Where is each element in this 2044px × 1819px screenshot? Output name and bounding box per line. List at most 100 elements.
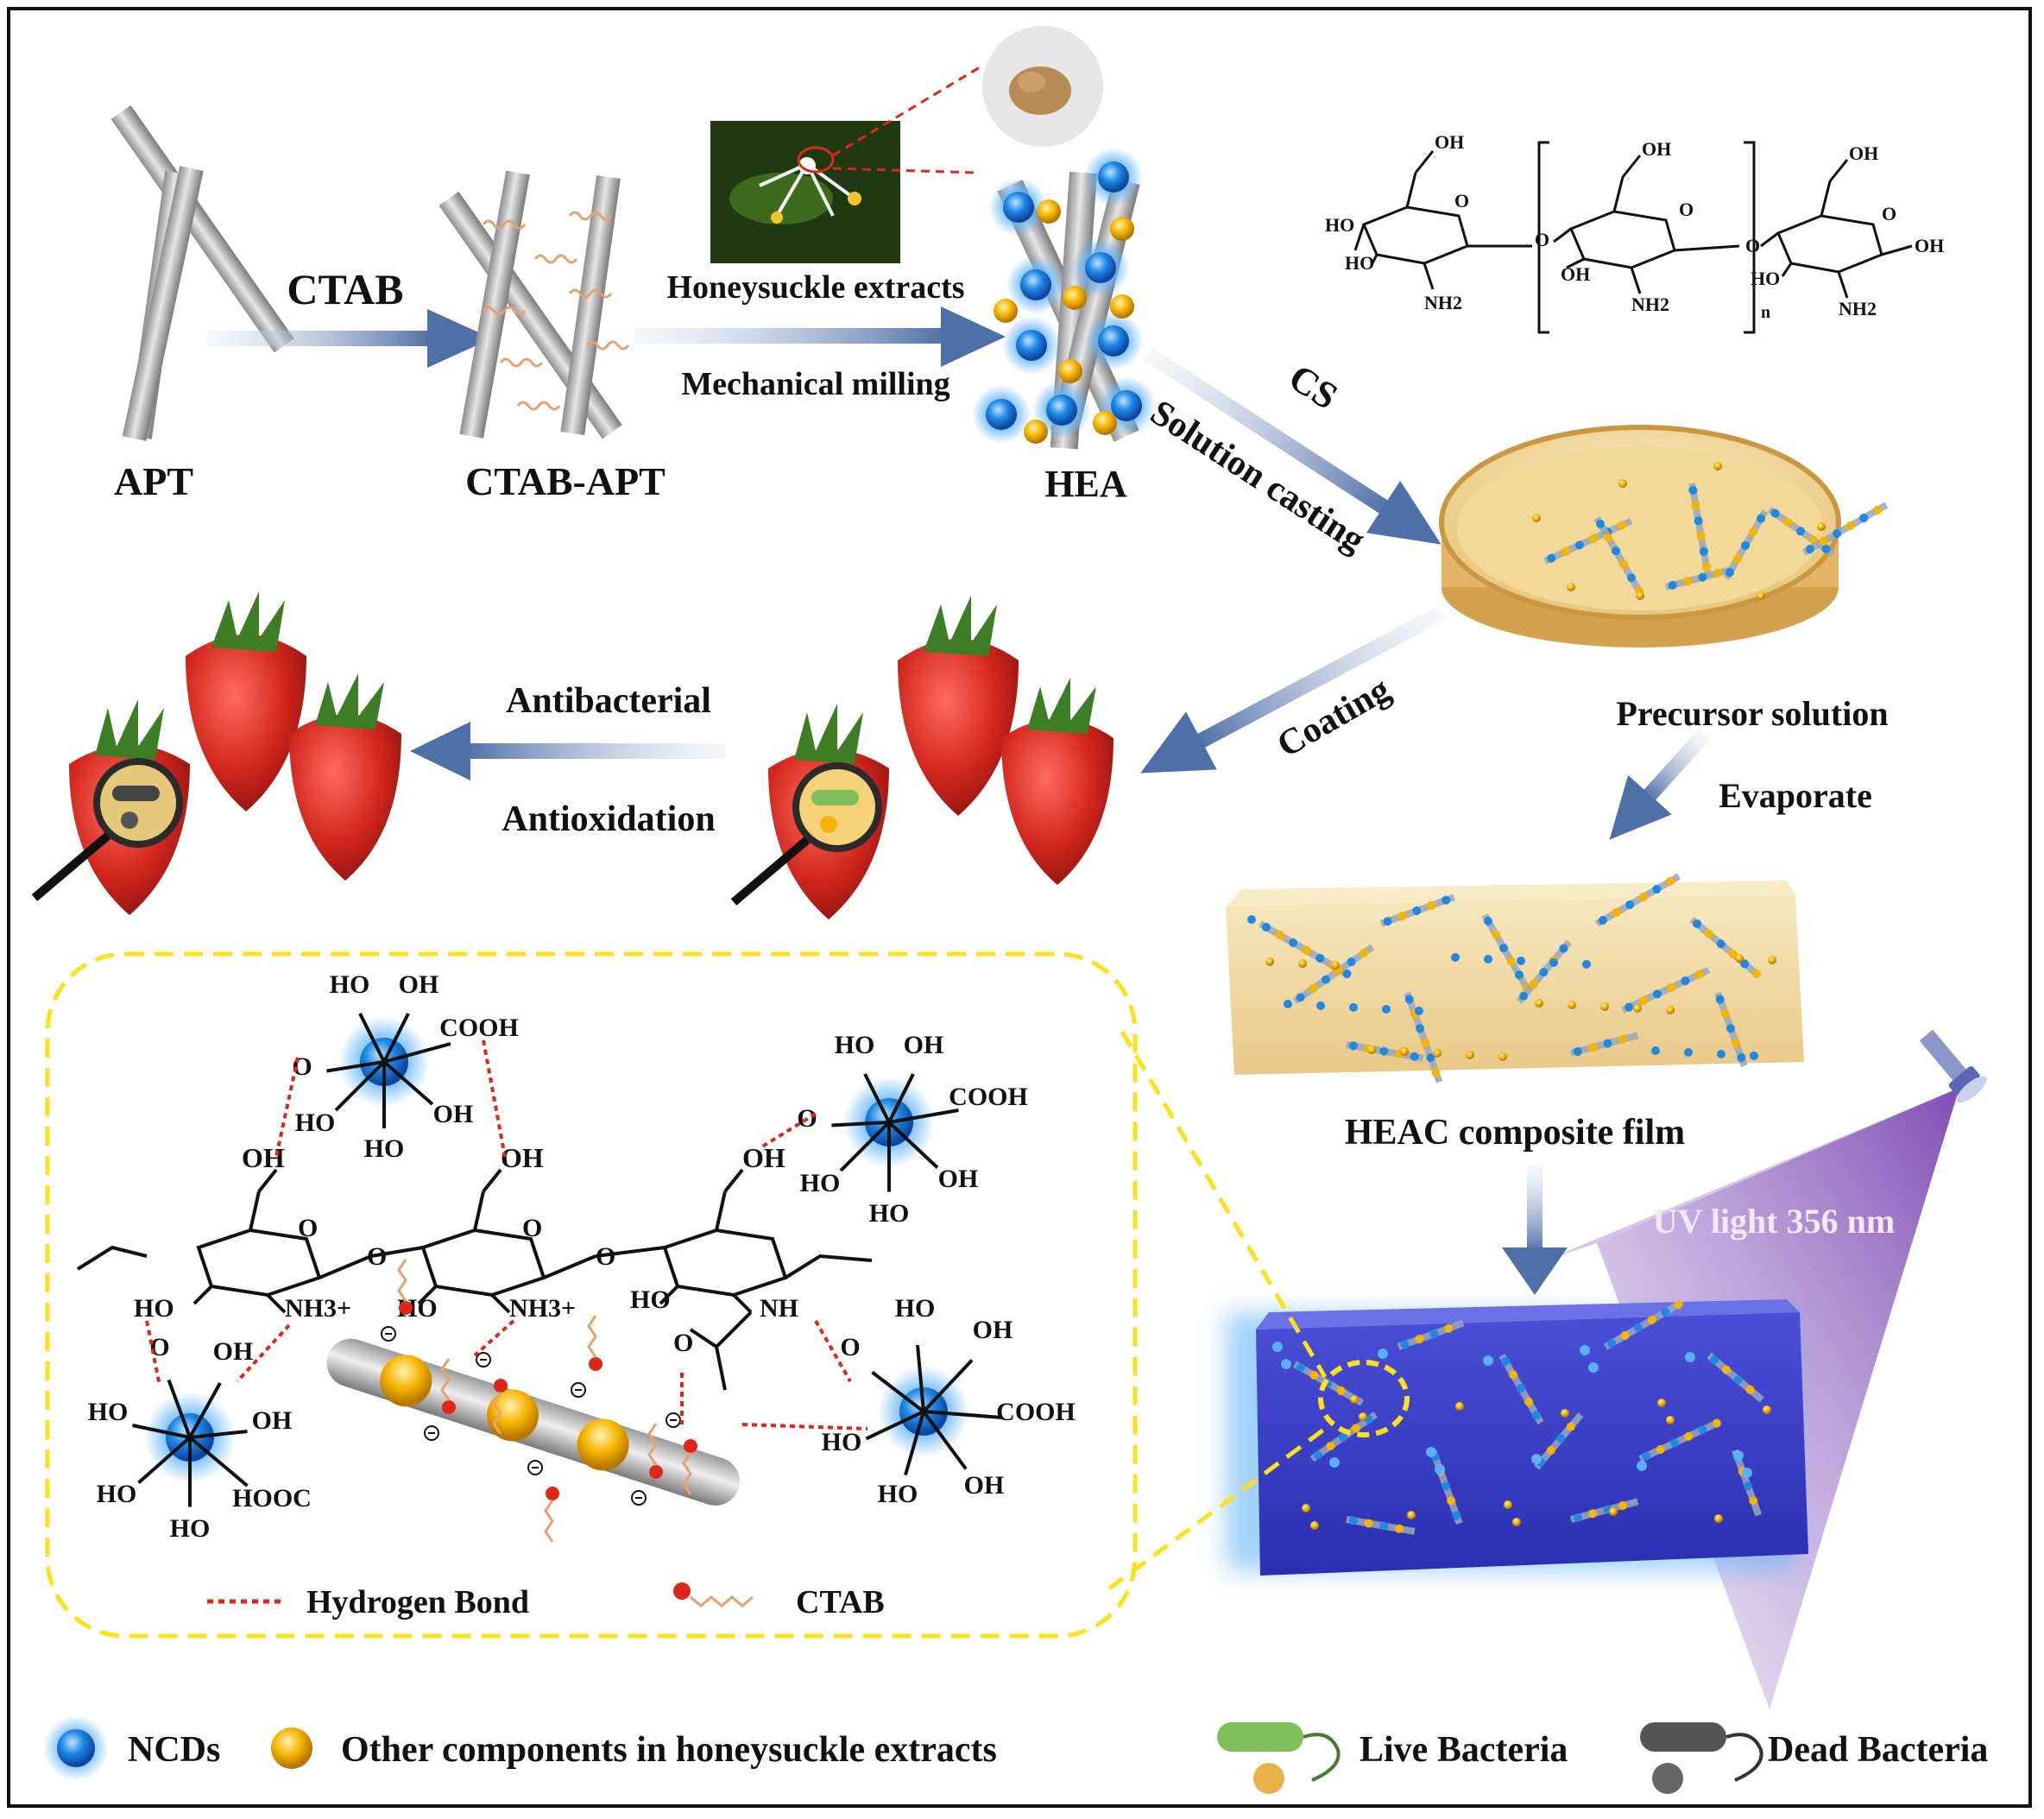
arrow-coating [1140,606,1446,774]
ncds-legend-label: NCDs [128,1730,220,1770]
svg-text:NH3+: NH3+ [509,1294,576,1323]
hea-structure [971,147,1157,450]
svg-text:OH: OH [904,1031,944,1059]
hea-label: HEA [1044,463,1127,505]
chitosan-labels: OH HO HO O NH2 O OH OH O NH2 n O OH O HO… [1325,131,1944,322]
svg-text:O: O [673,1329,693,1357]
zoom-connectors [1107,1030,1328,1591]
svg-text:HO: HO [822,1428,862,1456]
svg-text:OH: OH [433,1100,474,1128]
legend-live-bacteria: Live Bacteria [1217,1722,1568,1794]
svg-text:HO: HO [1751,268,1780,289]
petri-dish [1439,425,1889,647]
svg-text:OH: OH [938,1165,979,1193]
svg-text:OH: OH [399,970,439,999]
svg-text:OH: OH [213,1337,254,1366]
svg-text:HO: HO [835,1031,875,1059]
panel-chitosan-chain [76,1168,873,1391]
ctab-apt-rods [438,170,630,439]
svg-text:HOOC: HOOC [232,1484,312,1513]
svg-text:O: O [367,1242,387,1271]
svg-text:O: O [1745,235,1760,256]
heac-film-label: HEAC composite film [1345,1113,1685,1153]
strawberries-coated [730,596,1113,919]
dead-bacteria-legend-label: Dead Bacteria [1768,1730,1988,1770]
svg-text:O: O [522,1214,542,1242]
svg-text:COOH: COOH [439,1014,519,1042]
svg-text:OH: OH [242,1142,285,1173]
svg-text:HO: HO [295,1108,336,1137]
svg-text:HO: HO [330,970,370,999]
svg-text:O: O [1454,190,1469,212]
arrow-milling [634,306,1006,367]
svg-text:O: O [840,1333,860,1361]
svg-text:O: O [149,1333,169,1361]
ctab-apt-label: CTAB-APT [465,459,666,503]
arrow-evaporate [1609,728,1711,840]
svg-text:NH3+: NH3+ [285,1294,351,1323]
antioxidation-label: Antioxidation [502,799,715,839]
legend-dead-bacteria: Dead Bacteria [1640,1722,1988,1794]
legend-other-components: Other components in honeysuckle extracts [271,1727,997,1770]
svg-text:OH: OH [1642,138,1671,160]
arrow-uv [1502,1165,1568,1295]
heac-film-uv [1226,1299,1808,1576]
apt-label: APT [114,459,193,503]
svg-text:HO: HO [1325,214,1354,236]
evaporate-label: Evaporate [1719,776,1872,815]
ctab-legend-label: CTAB [796,1584,885,1620]
svg-text:HO: HO [869,1199,910,1228]
panel-apt-rod [326,1259,740,1543]
svg-text:HO: HO [878,1480,918,1508]
svg-text:HO: HO [97,1480,137,1508]
svg-text:COOH: COOH [949,1083,1028,1111]
ctab-step-label: CTAB [287,265,403,313]
svg-text:O: O [298,1214,318,1242]
extract-powder [832,26,1103,174]
interaction-panel-border [45,951,1138,1639]
panel-legend-ctab: CTAB [673,1582,885,1620]
panel-legend-hbond: Hydrogen Bond [207,1584,529,1620]
live-bacteria-legend-label: Live Bacteria [1360,1730,1568,1770]
svg-text:HO: HO [364,1134,405,1163]
coating-label: Coating [1271,670,1397,766]
svg-text:HO: HO [1345,252,1374,274]
svg-text:HO: HO [895,1294,936,1323]
svg-text:NH2: NH2 [1424,292,1462,313]
svg-text:OH: OH [1435,131,1464,153]
strawberries-protected [31,591,401,915]
svg-text:COOH: COOH [996,1398,1076,1426]
chitosan-structure [1353,141,1913,334]
arrow-ctab [207,309,492,368]
heac-film-block [1226,873,1804,1083]
svg-text:OH: OH [973,1316,1013,1344]
arrow-preservation [410,722,725,780]
svg-text:NH2: NH2 [1839,298,1877,319]
svg-text:O: O [1882,203,1896,224]
antibacterial-label: Antibacterial [506,681,711,721]
panel-chain-labels: OH O HO NH3+ O OH O HO NH3+ O OH HO NH O [134,1142,798,1357]
svg-text:OH: OH [252,1406,293,1435]
svg-text:HO: HO [170,1514,211,1543]
svg-text:HO: HO [88,1398,129,1426]
svg-text:HO: HO [800,1169,841,1197]
legend-ncds: NCDs [43,1715,220,1781]
svg-text:NH2: NH2 [1631,294,1669,315]
svg-text:OH: OH [964,1471,1005,1500]
svg-text:OH: OH [501,1142,544,1173]
svg-text:OH: OH [1561,263,1590,285]
cs-label: CS [1282,356,1346,418]
svg-text:OH: OH [1915,235,1944,256]
mechanical-milling-label: Mechanical milling [681,366,949,402]
precursor-solution-label: Precursor solution [1616,694,1888,733]
svg-text:OH: OH [1849,142,1878,164]
svg-text:O: O [1679,199,1694,220]
svg-text:O: O [596,1242,615,1271]
other-components-legend-label: Other components in honeysuckle extracts [341,1730,997,1770]
uv-lamp-icon [1919,1029,1987,1103]
figure-frame [7,7,2032,1808]
apt-rods [110,104,294,441]
svg-text:NH: NH [760,1294,798,1323]
honeysuckle-photo [710,121,900,263]
